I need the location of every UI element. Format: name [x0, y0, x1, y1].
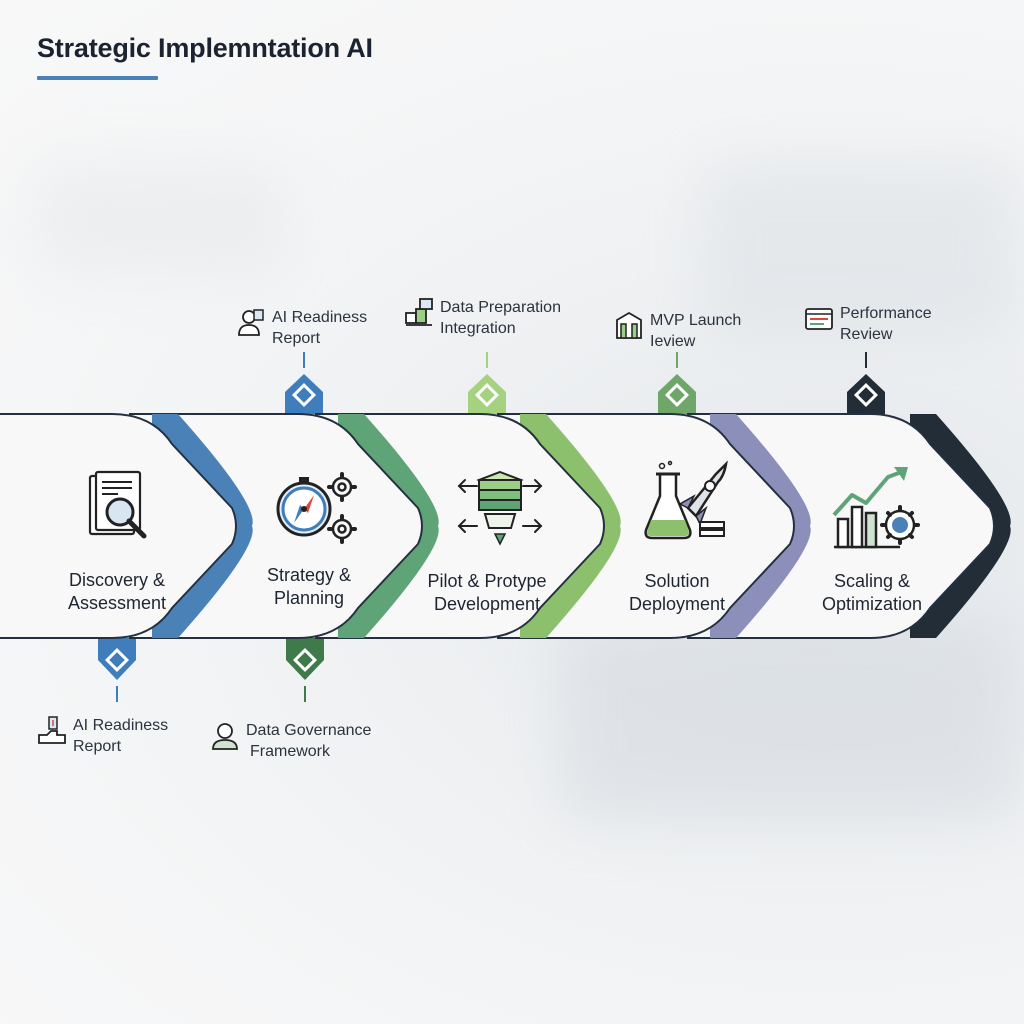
stage-label-scaling: Scaling &Optimization	[821, 571, 923, 614]
marker-tab	[658, 374, 696, 414]
marker-diamond-icon	[664, 382, 690, 408]
governance-person-icon	[212, 723, 238, 750]
milestone-marker	[285, 352, 323, 414]
stage-label-strategy: Strategy &Planning	[266, 565, 352, 608]
person-report-icon	[238, 309, 264, 336]
marker-diamond-icon	[291, 382, 317, 408]
marker-tab	[285, 374, 323, 414]
marker-tab	[286, 638, 324, 680]
milestone-marker	[847, 352, 885, 414]
background-blur-shape	[30, 160, 290, 280]
marker-diamond-icon	[474, 382, 500, 408]
marker-tab	[98, 638, 136, 680]
marker-diamond-icon	[853, 382, 879, 408]
launch-building-icon	[616, 311, 642, 339]
layers-arrows-icon	[457, 470, 543, 546]
flask-rocket-icon	[644, 460, 728, 540]
milestone-marker	[98, 638, 136, 702]
background-blur-shape	[700, 160, 1020, 340]
marker-tab	[847, 374, 885, 414]
growth-chart-gear-icon	[832, 467, 920, 549]
data-blocks-icon	[405, 298, 433, 326]
hand-report-icon	[38, 716, 66, 744]
background-blur-shape	[560, 620, 1020, 820]
title-underline	[37, 76, 158, 80]
milestone-marker	[468, 352, 506, 414]
marker-tab	[468, 374, 506, 414]
page-title: Strategic Implemntation AI	[37, 33, 373, 63]
compass-gears-icon	[276, 472, 357, 544]
stage-label-discovery: Discovery &Assessment	[67, 570, 167, 613]
document-magnifier-icon	[88, 470, 147, 539]
milestone-marker	[286, 638, 324, 702]
milestone-marker	[658, 352, 696, 414]
review-panel-icon	[805, 308, 833, 330]
marker-diamond-icon	[292, 647, 318, 673]
marker-diamond-icon	[104, 647, 130, 673]
